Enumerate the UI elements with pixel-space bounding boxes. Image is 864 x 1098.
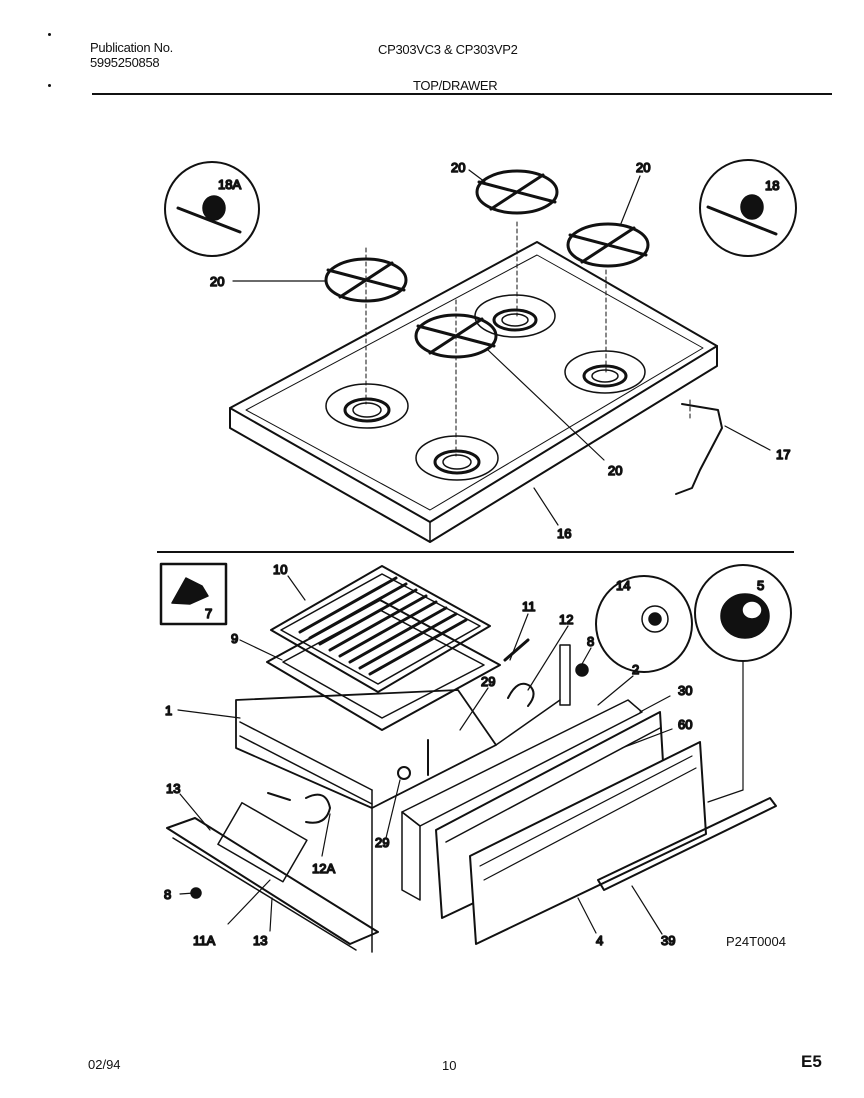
callout-part-13-upper: 13 [166, 781, 180, 796]
cooktop-assembly [229, 221, 718, 543]
callout-grate-left: 20 [210, 274, 224, 289]
burner-grate-front-center [414, 313, 498, 359]
callout-part-4: 4 [596, 933, 603, 948]
callout-part-60: 60 [678, 717, 692, 732]
callout-grate-front-center: 20 [608, 463, 622, 478]
callout-broiler-pan: 9 [231, 631, 238, 646]
inset-18A [164, 161, 260, 257]
callout-part-2: 2 [632, 662, 639, 677]
callout-inset-18: 18 [765, 178, 779, 193]
section-divider [157, 551, 794, 553]
callout-inset-18A: 18A [218, 177, 241, 192]
callout-part-30: 30 [678, 683, 692, 698]
callout-part-12: 12 [559, 612, 573, 627]
callout-grate-back-center: 20 [451, 160, 465, 175]
callout-wire: 17 [776, 447, 790, 462]
callout-part-8-upper: 8 [587, 634, 594, 649]
burner-grate-back-center [475, 169, 559, 215]
side-rail [166, 801, 379, 951]
burner-grate-back-right [566, 222, 650, 268]
callout-cooktop: 16 [557, 526, 571, 541]
callout-part-12A: 12A [312, 861, 335, 876]
callout-knob-5: 5 [757, 578, 764, 593]
scan-mark [48, 84, 51, 87]
drawer-panel-30 [401, 699, 643, 901]
callout-labels: 20 20 20 20 18A 18 16 17 10 9 1 7 14 5 1… [163, 159, 791, 949]
callout-inset-7: 7 [205, 606, 212, 621]
section-title: TOP/DRAWER [413, 78, 498, 93]
broiler-pan [266, 599, 501, 731]
callout-grate-back-right: 20 [636, 160, 650, 175]
drawer-handle [597, 797, 777, 891]
callout-part-13-lower: 13 [253, 933, 267, 948]
burner-front-center [415, 435, 499, 481]
header-rule [92, 93, 832, 95]
callout-broiler-grid: 10 [273, 562, 287, 577]
footer-date: 02/94 [88, 1057, 121, 1072]
callout-part-8-lower: 8 [164, 887, 171, 902]
burner-back-right [564, 350, 646, 394]
inset-knob-14 [595, 575, 693, 673]
footer-code: E5 [801, 1052, 822, 1071]
drawer-frame [235, 689, 561, 953]
callout-knob-14: 14 [616, 578, 630, 593]
callout-part-11: 11 [522, 599, 536, 614]
page-number: 10 [442, 1058, 457, 1073]
burner-front-left [325, 383, 409, 429]
callout-part-29-lower: 29 [375, 835, 389, 850]
drawer-front [469, 741, 707, 945]
inset-18 [699, 159, 797, 257]
burner-grate-left [324, 257, 408, 303]
drawing-reference: P24T0004 [726, 934, 786, 949]
scan-mark [48, 33, 51, 36]
model-numbers: CP303VC3 & CP303VP2 [378, 42, 518, 57]
callout-part-29-upper: 29 [481, 674, 495, 689]
callout-drawer-frame: 1 [165, 703, 172, 718]
callout-part-39: 39 [661, 933, 675, 948]
inset-7 [159, 562, 228, 626]
callout-part-11A: 11A [193, 933, 215, 948]
publication-label: Publication No. [90, 40, 173, 55]
publication-number: 5995250858 [90, 55, 160, 70]
wire-17 [675, 403, 723, 495]
small-hardware [190, 638, 589, 899]
inset-knob-5 [694, 564, 792, 662]
